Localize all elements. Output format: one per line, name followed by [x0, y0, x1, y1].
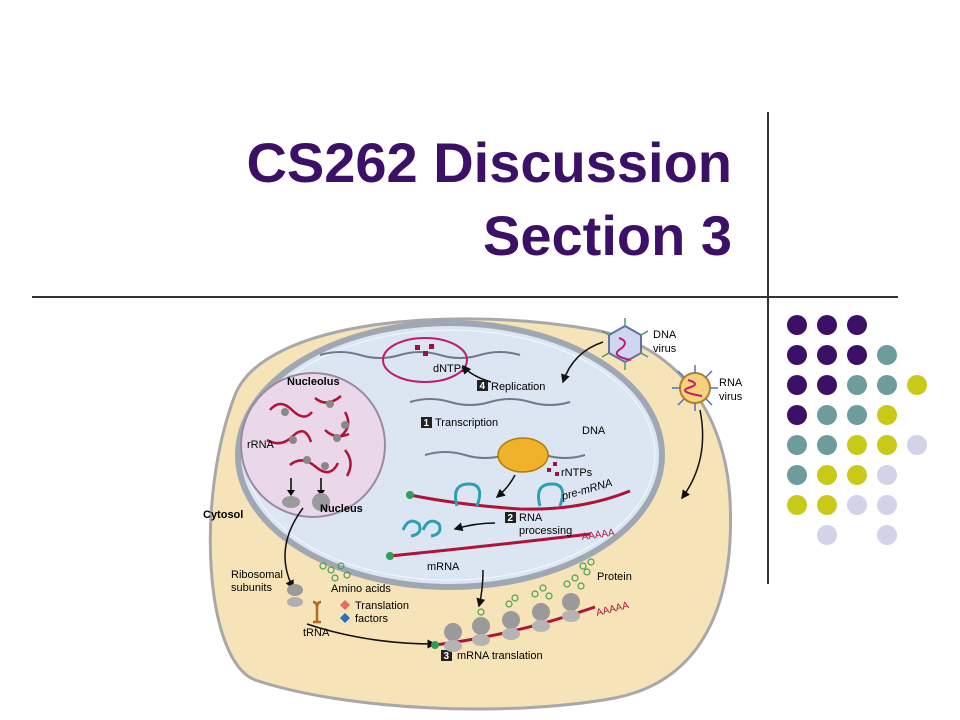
decorative-dot	[877, 495, 897, 515]
decorative-dot	[787, 495, 807, 515]
dna-virus-label-1: DNA	[653, 329, 677, 341]
step-markers: 4 1 2 3	[421, 380, 516, 662]
pre-mrna-strand	[409, 489, 631, 511]
rna-virus-label-2: virus	[719, 391, 743, 403]
translation-factor-icons	[340, 600, 350, 623]
slide-title-line-1: CS262 Discussion	[246, 131, 732, 194]
rntps-label: rNTPs	[561, 467, 593, 479]
decorative-dot	[817, 375, 837, 395]
rna-virus-icon	[672, 365, 718, 411]
decorative-dot	[817, 405, 837, 425]
replication-bubble	[382, 337, 468, 383]
cell-diagram-figure: dNTPs 4 1 2 3 Nucleolus rRNA N	[203, 317, 743, 711]
replication-label: Replication	[491, 381, 545, 393]
decorative-dot	[817, 495, 837, 515]
decorative-dot	[847, 315, 867, 335]
decorative-dot	[817, 465, 837, 485]
amino-acid-particles	[319, 562, 351, 582]
decorative-dot	[817, 525, 837, 545]
decorative-dot	[787, 345, 807, 365]
trna-label: tRNA	[303, 627, 330, 639]
process-arrows	[284, 341, 704, 649]
rna-polymerase	[497, 437, 549, 473]
decorative-dot	[847, 435, 867, 455]
amino-acids-label: Amino acids	[331, 583, 391, 595]
decorative-dot	[787, 315, 807, 335]
ribosome-particles	[281, 400, 349, 470]
decorative-dot	[847, 345, 867, 365]
decorative-dot	[817, 435, 837, 455]
nascent-protein-chains	[477, 558, 595, 616]
decorative-dot-grid	[787, 315, 927, 545]
step-2-number: 2	[508, 513, 514, 524]
vertical-divider	[767, 112, 769, 584]
step-3-number: 3	[444, 651, 450, 662]
dntp-particles	[415, 344, 434, 356]
horizontal-divider	[32, 296, 898, 298]
dna-virus-icon	[601, 318, 649, 370]
ribosomal-subunits-label-2: subunits	[231, 582, 272, 594]
decorative-dot	[787, 375, 807, 395]
decorative-dot	[877, 345, 897, 365]
dna-virus-label-2: virus	[653, 343, 677, 355]
rna-processing-label-1: RNA	[519, 512, 543, 524]
step-4-number: 4	[480, 381, 486, 392]
nucleus-label: Nucleus	[320, 503, 363, 515]
decorative-dot	[817, 345, 837, 365]
rna-virus-label-1: RNA	[719, 377, 743, 389]
step-1-number: 1	[424, 418, 430, 429]
decorative-dot	[907, 435, 927, 455]
mrna-translation-label: mRNA translation	[457, 650, 543, 662]
decorative-dot	[847, 405, 867, 425]
decorative-dot	[847, 465, 867, 485]
decorative-dot	[817, 315, 837, 335]
decorative-dot	[787, 405, 807, 425]
transcription-label: Transcription	[435, 417, 498, 429]
trna-icon	[312, 600, 322, 624]
dna-label: DNA	[582, 425, 606, 437]
cytosol-ribosome-icon	[287, 584, 303, 607]
decorative-dot	[877, 435, 897, 455]
decorative-dot	[907, 375, 927, 395]
decorative-dot	[847, 495, 867, 515]
dntps-label: dNTPs	[433, 363, 467, 375]
decorative-dot	[877, 525, 897, 545]
decorative-dot	[787, 465, 807, 485]
ribosomal-subunits-label-1: Ribosomal	[231, 569, 283, 581]
decorative-dot	[877, 405, 897, 425]
polya-tail-label-1: AAAAA	[581, 527, 616, 543]
mrna-label: mRNA	[427, 561, 460, 573]
translating-ribosomes	[444, 593, 580, 652]
decorative-dot	[877, 375, 897, 395]
nucleolus	[240, 372, 386, 518]
decorative-dot	[847, 375, 867, 395]
decorative-dot	[787, 435, 807, 455]
decorative-dot	[877, 465, 897, 485]
translation-factors-label-1: Translation	[355, 600, 409, 612]
nucleolus-label: Nucleolus	[287, 376, 340, 388]
rrna-label: rRNA	[247, 439, 275, 451]
slide-title-line-2: Section 3	[483, 204, 732, 267]
mrna-strand	[389, 532, 591, 558]
rna-processing-label-2: processing	[519, 525, 572, 537]
translation-factors-label-2: factors	[355, 613, 389, 625]
cytosol-label: Cytosol	[203, 509, 243, 521]
ribosome-subunit-icons	[282, 478, 330, 511]
protein-label: Protein	[597, 571, 632, 583]
rntp-particles	[547, 462, 559, 476]
